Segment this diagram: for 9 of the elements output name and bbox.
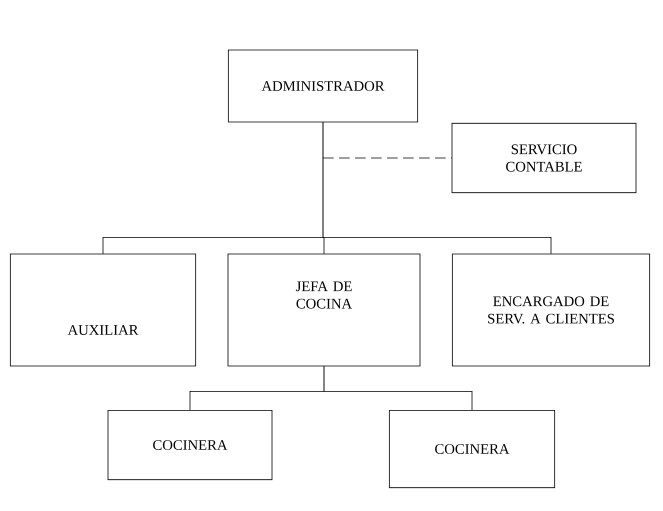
org-box: JEFA DE COCINA — [228, 254, 420, 366]
org-box: ADMINISTRADOR — [228, 50, 418, 122]
org-box: ENCARGADO DE SERV. A CLIENTES — [452, 254, 650, 366]
org-box: COCINERA — [108, 410, 272, 480]
connector-line — [324, 366, 472, 410]
connector-line — [322, 122, 552, 254]
org-box: SERVICIO CONTABLE — [452, 122, 636, 194]
org-box: COCINERA — [388, 410, 556, 488]
org-box: AUXILIAR — [10, 254, 196, 366]
